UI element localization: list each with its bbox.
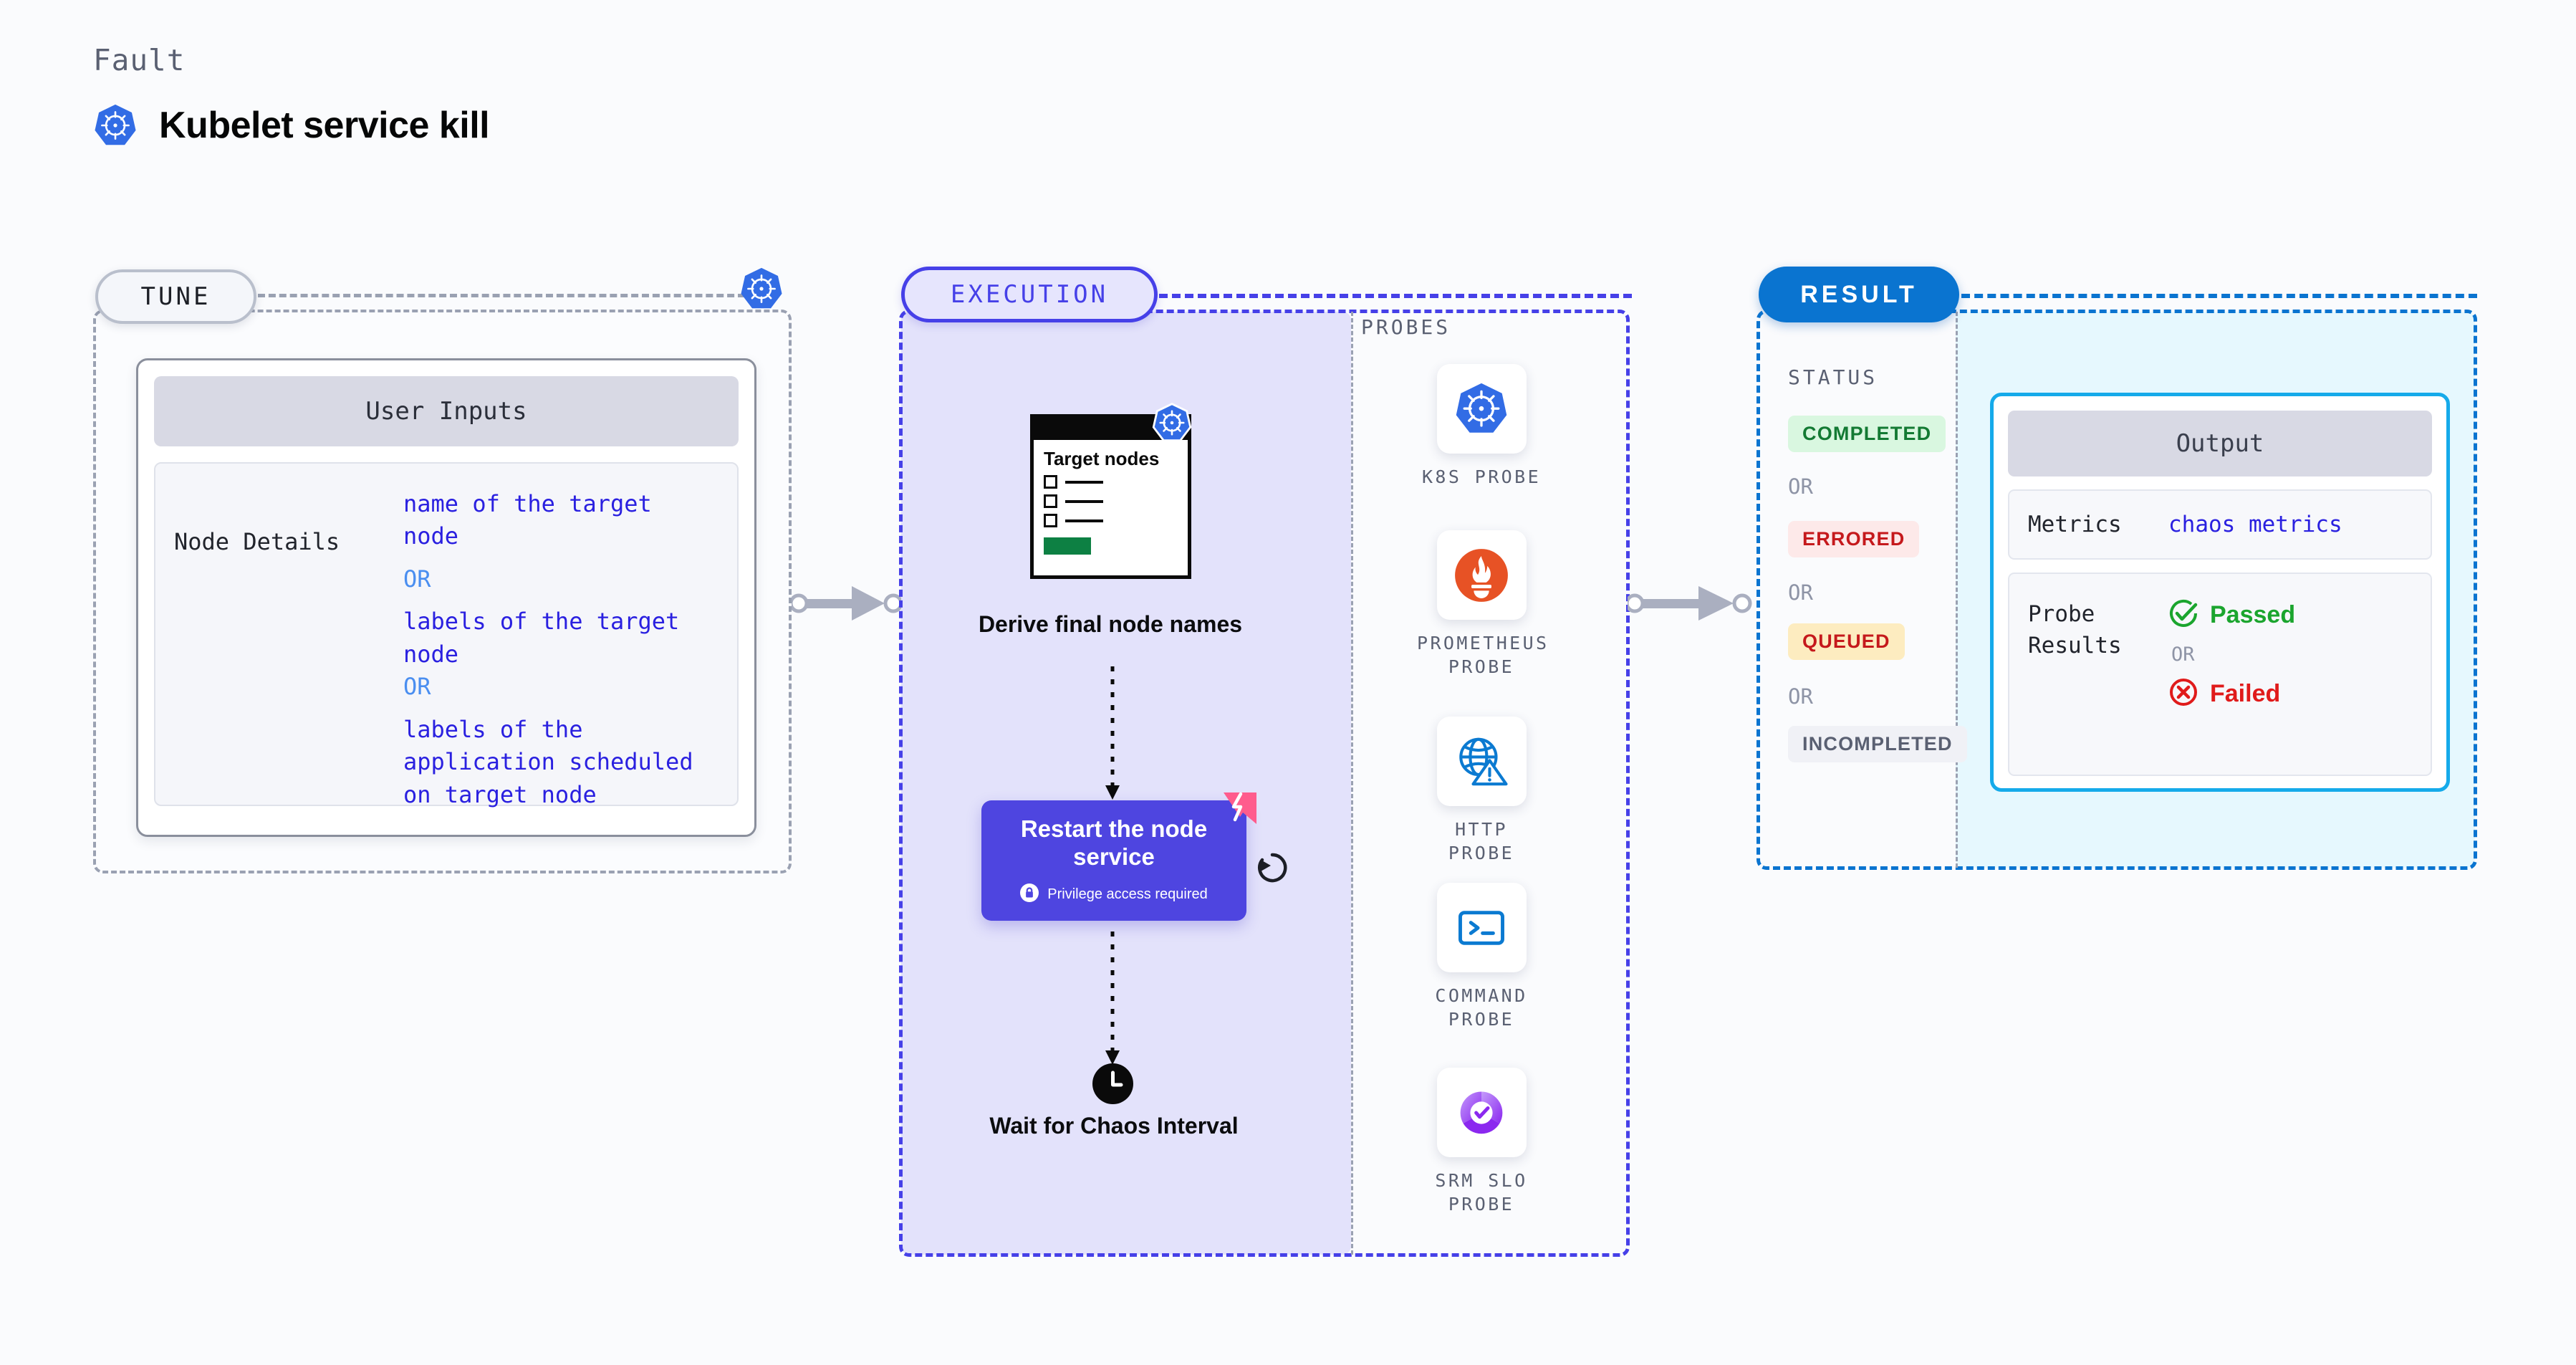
green-status-bar bbox=[1044, 537, 1091, 555]
probe-results-label: Probe Results bbox=[2028, 601, 2122, 659]
terminal-icon bbox=[1436, 883, 1527, 972]
line-placeholder bbox=[1065, 519, 1103, 522]
node-details-label: Node Details bbox=[174, 528, 340, 555]
derive-final-node-names-label: Derive final node names bbox=[978, 611, 1243, 637]
lock-icon bbox=[1020, 883, 1039, 906]
checkbox-icon bbox=[1044, 475, 1057, 489]
status-divider bbox=[1956, 312, 1958, 868]
user-inputs-title: User Inputs bbox=[154, 376, 739, 446]
status-badge-completed: COMPLETED bbox=[1788, 416, 1946, 452]
probe-label: HTTP PROBE bbox=[1448, 819, 1515, 863]
privilege-note-row: Privilege access required bbox=[1020, 883, 1208, 906]
target-card-row bbox=[1034, 494, 1188, 509]
output-title: Output bbox=[2008, 411, 2432, 476]
line-placeholder bbox=[1065, 499, 1103, 503]
node-details-values: name of the target node OR labels of the… bbox=[403, 488, 719, 808]
harness-chaos-icon bbox=[1219, 788, 1261, 833]
connector-execution-to-result bbox=[1625, 582, 1771, 628]
fault-title-row: Kubelet service kill bbox=[93, 103, 490, 148]
result-panel bbox=[1756, 310, 2477, 870]
execution-dashed-connector bbox=[1159, 294, 1632, 298]
probes-section-label: PROBES bbox=[1361, 315, 1451, 339]
status-badge-incompleted: INCOMPLETED bbox=[1788, 726, 1967, 762]
probe-results-row: Probe Results Passed OR bbox=[2008, 573, 2432, 776]
srm-slo-donut-icon bbox=[1436, 1068, 1527, 1157]
probe-label: COMMAND PROBE bbox=[1435, 985, 1528, 1030]
kubernetes-icon bbox=[93, 103, 138, 148]
metrics-row: Metrics chaos metrics bbox=[2008, 489, 2432, 560]
user-inputs-card: User Inputs Node Details name of the tar… bbox=[136, 358, 756, 837]
node-details-box: Node Details name of the target node OR … bbox=[154, 462, 739, 808]
probe-result-or: OR bbox=[2171, 643, 2195, 666]
probe-item-k8s[interactable]: K8S PROBE bbox=[1417, 364, 1546, 489]
target-card-title: Target nodes bbox=[1044, 448, 1160, 469]
line-placeholder bbox=[1065, 480, 1103, 484]
status-badge-errored: ERRORED bbox=[1788, 521, 1920, 557]
probe-item-srm-slo[interactable]: SRM SLO PROBE bbox=[1417, 1068, 1546, 1216]
execution-pill-label[interactable]: EXECUTION bbox=[901, 267, 1158, 322]
target-card-row bbox=[1034, 514, 1188, 528]
probe-item-command[interactable]: COMMAND PROBE bbox=[1417, 883, 1546, 1031]
check-circle-icon bbox=[2168, 598, 2198, 632]
probes-divider bbox=[1351, 312, 1353, 1255]
wait-for-chaos-interval-label: Wait for Chaos Interval bbox=[989, 1113, 1239, 1139]
metrics-value: chaos metrics bbox=[2168, 512, 2342, 537]
tune-pill-label[interactable]: TUNE bbox=[95, 269, 256, 324]
metrics-label: Metrics bbox=[2028, 512, 2122, 537]
execution-panel bbox=[899, 310, 1630, 1257]
probe-label: K8S PROBE bbox=[1421, 466, 1542, 487]
privilege-note-text: Privilege access required bbox=[1047, 886, 1208, 903]
status-or-3: OR bbox=[1788, 684, 1813, 709]
kubernetes-icon bbox=[739, 267, 784, 311]
arrow-derive-to-restart bbox=[1102, 666, 1123, 806]
checkbox-icon bbox=[1044, 514, 1057, 528]
failed-label: Failed bbox=[2210, 680, 2281, 707]
result-dashed-connector bbox=[1961, 294, 2477, 298]
status-or-1: OR bbox=[1788, 474, 1813, 499]
fault-eyebrow: Fault bbox=[93, 43, 186, 77]
checkbox-icon bbox=[1044, 494, 1057, 509]
prometheus-icon bbox=[1436, 530, 1527, 620]
node-detail-option: labels of the application scheduled on t… bbox=[403, 715, 693, 808]
connector-tune-to-execution bbox=[789, 582, 917, 628]
x-circle-icon bbox=[2168, 677, 2198, 711]
kubernetes-icon bbox=[1152, 403, 1192, 446]
output-card: Output Metrics chaos metrics Probe Resul… bbox=[1990, 393, 2450, 792]
probe-result-failed: Failed bbox=[2168, 677, 2295, 711]
kubernetes-icon bbox=[1436, 364, 1527, 454]
node-detail-or: OR bbox=[403, 565, 431, 593]
arrow-restart-to-wait bbox=[1102, 931, 1123, 1071]
status-section-label: STATUS bbox=[1788, 365, 1878, 389]
restart-node-service-title: Restart the node service bbox=[1020, 815, 1208, 870]
probe-result-passed: Passed bbox=[2168, 598, 2295, 632]
node-detail-option: name of the target node bbox=[403, 490, 652, 550]
clock-icon bbox=[1092, 1063, 1133, 1108]
probe-label: PROMETHEUS PROBE bbox=[1417, 633, 1549, 677]
probe-item-prometheus[interactable]: PROMETHEUS PROBE bbox=[1417, 530, 1549, 679]
refresh-loop-icon bbox=[1254, 849, 1291, 890]
target-card-row bbox=[1034, 475, 1188, 489]
tune-dashed-connector bbox=[258, 294, 745, 297]
result-pill-label[interactable]: RESULT bbox=[1759, 267, 1959, 322]
page-title: Kubelet service kill bbox=[159, 105, 490, 146]
node-detail-or: OR bbox=[403, 673, 431, 701]
passed-label: Passed bbox=[2210, 601, 2296, 628]
probe-results-values: Passed OR Failed bbox=[2168, 598, 2295, 775]
status-badge-queued: QUEUED bbox=[1788, 623, 1905, 660]
page-header: Fault Kubelet service kill bbox=[93, 43, 490, 148]
probe-item-http[interactable]: HTTP PROBE bbox=[1417, 717, 1546, 865]
status-or-2: OR bbox=[1788, 580, 1813, 605]
probe-label: SRM SLO PROBE bbox=[1435, 1170, 1528, 1215]
node-detail-option: labels of the target node bbox=[403, 608, 680, 668]
globe-warning-icon bbox=[1436, 717, 1527, 806]
restart-node-service-node[interactable]: Restart the node service Privilege acces… bbox=[981, 800, 1246, 921]
